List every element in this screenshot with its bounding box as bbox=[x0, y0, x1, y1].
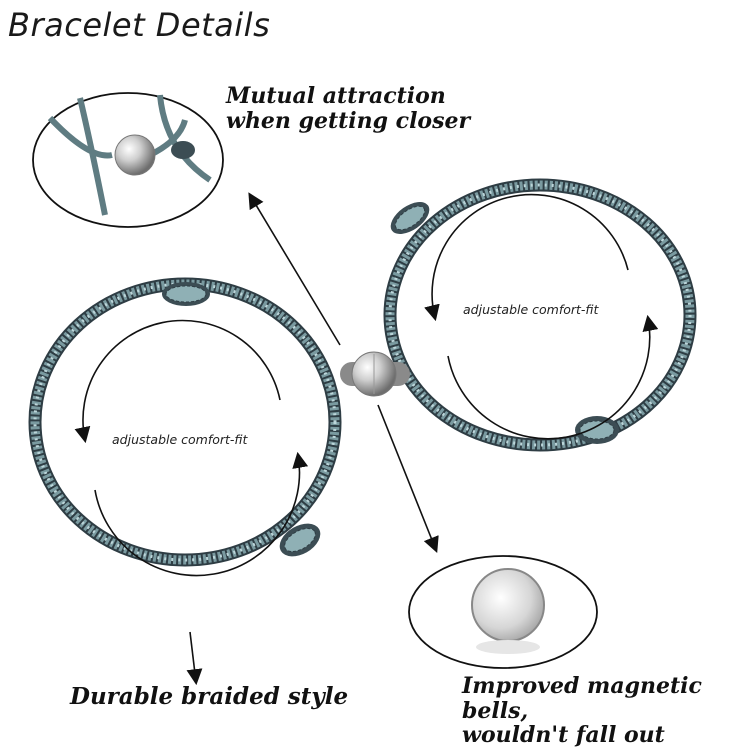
page-title: Bracelet Details bbox=[8, 6, 271, 44]
attraction-line-2: when getting closer bbox=[226, 107, 471, 134]
magnet-callout: Improved magnetic bells, wouldn't fall o… bbox=[462, 674, 750, 748]
left-top-knot bbox=[162, 282, 210, 306]
left-fit-label: adjustable comfort-fit bbox=[112, 432, 248, 447]
right-top-knot bbox=[390, 202, 430, 234]
magnet-line-2: wouldn't fall out bbox=[462, 722, 665, 749]
left-fit-arrows bbox=[74, 319, 309, 577]
attraction-line-1: Mutual attraction bbox=[226, 83, 446, 109]
magnet-line-1: Improved magnetic bells, bbox=[462, 673, 702, 724]
right-fit-label: adjustable comfort-fit bbox=[463, 302, 599, 317]
magnet-disc-inset bbox=[408, 555, 598, 669]
left-bottom-knot bbox=[279, 523, 321, 557]
right-fit-arrows bbox=[424, 193, 659, 440]
right-bracelet bbox=[383, 178, 697, 452]
right-bottom-knot bbox=[575, 416, 619, 444]
attraction-callout: Mutual attraction when getting closer bbox=[226, 84, 470, 133]
left-bracelet bbox=[28, 277, 342, 567]
braided-callout: Durable braided style bbox=[70, 683, 349, 710]
pointer-arrows bbox=[186, 192, 439, 686]
clasp-closeup-inset bbox=[32, 92, 224, 228]
magnetic-clasp bbox=[340, 351, 410, 397]
